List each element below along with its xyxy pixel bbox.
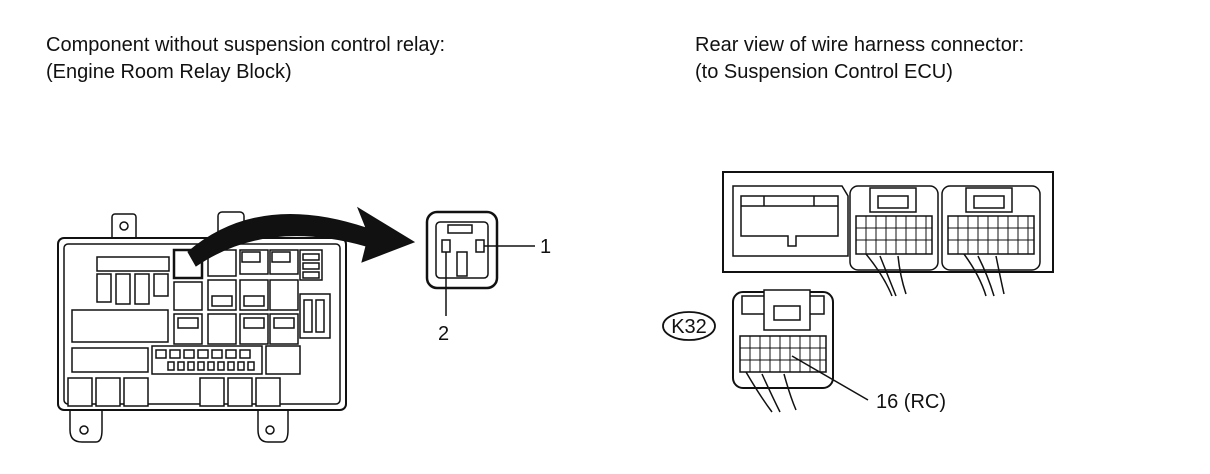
ecu-connector-panel bbox=[722, 171, 1054, 297]
k32-connector bbox=[662, 289, 869, 413]
right-caption-line2: (to Suspension Control ECU) bbox=[695, 61, 953, 83]
terminal-1-label: 1 bbox=[540, 236, 551, 258]
engine-room-relay-block bbox=[57, 211, 347, 443]
left-caption-line2: (Engine Room Relay Block) bbox=[46, 61, 292, 83]
left-caption: Component without suspension control rel… bbox=[46, 32, 445, 86]
relay-terminal-view bbox=[425, 210, 535, 316]
left-caption-line1: Component without suspension control rel… bbox=[46, 34, 446, 56]
curved-arrow-icon bbox=[187, 206, 416, 267]
connector-code-label: K32 bbox=[671, 316, 707, 338]
pin-16-label: 16 (RC) bbox=[876, 391, 946, 413]
right-caption-line1: Rear view of wire harness connector: bbox=[695, 34, 1025, 56]
right-caption: Rear view of wire harness connector: (to… bbox=[695, 32, 1024, 86]
terminal-2-label: 2 bbox=[438, 323, 449, 345]
